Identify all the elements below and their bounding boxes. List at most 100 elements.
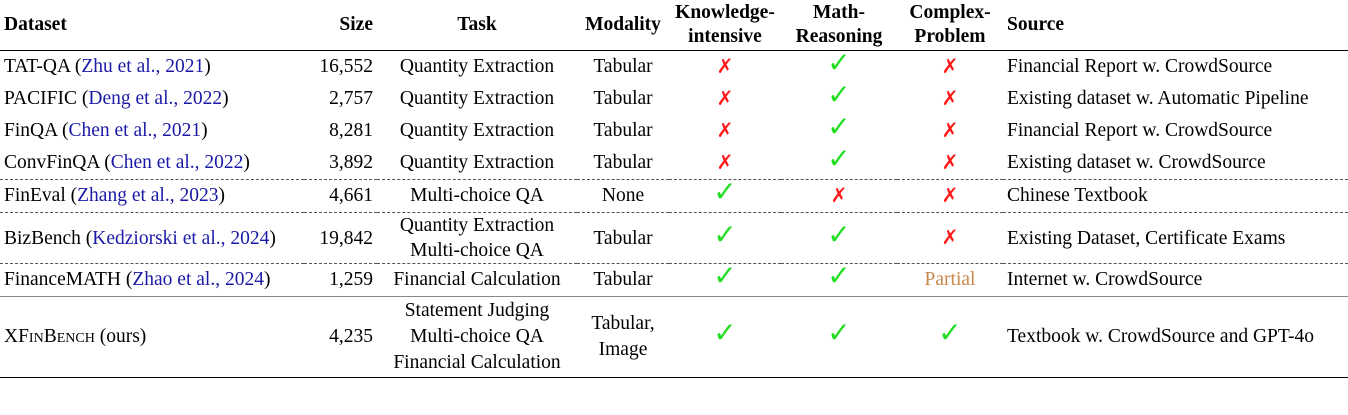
math-reasoning-cell: ✓ (781, 144, 897, 180)
source-cell: Existing dataset w. CrowdSource (1003, 147, 1348, 180)
math-reasoning-cell: ✗ (781, 179, 897, 213)
dataset-name: XFinBench (4, 326, 95, 347)
math-reasoning-cell: ✓ (781, 261, 897, 297)
table-row: ConvFinQA (Chen et al., 2022) 3,892 Quanti… (0, 144, 1348, 180)
source-value: Internet w. CrowdSource (1007, 269, 1203, 290)
dataset-cell: BizBench (Kedziorski et al., 2024) (0, 212, 304, 264)
check-mark-icon: ✓ (827, 112, 851, 143)
size-cell: 1,259 (304, 263, 377, 297)
cross-mark-icon: ✗ (716, 55, 734, 78)
complex-problem-cell: Partial (897, 263, 1003, 297)
source-cell: Internet w. CrowdSource (1003, 263, 1348, 297)
header-math-line2: Reasoning (795, 26, 883, 47)
size-value: 2,757 (329, 88, 373, 109)
task-line: Quantity Extraction (399, 56, 555, 77)
cross-mark-icon: ✗ (941, 55, 959, 78)
citation-link: Deng et al., 2022 (88, 88, 223, 109)
complex-problem-cell: ✗ (897, 83, 1003, 115)
modality-line: Tabular (593, 227, 653, 249)
source-cell: Existing Dataset, Certificate Exams (1003, 212, 1348, 264)
check-mark-icon: ✓ (827, 80, 851, 111)
dataset-name: FinQA (4, 120, 58, 141)
complex-problem-cell: ✗ (897, 212, 1003, 264)
complex-problem-cell: ✗ (897, 51, 1003, 84)
task-line: Financial Calculation (393, 352, 561, 373)
size-cell: 16,552 (304, 51, 377, 84)
dataset-name: ConvFinQA (4, 152, 100, 173)
source-cell: Chinese Textbook (1003, 179, 1348, 213)
dataset-cell: FinQA (Chen et al., 2021) (4, 120, 208, 141)
task-line: Multi-choice QA (410, 326, 544, 347)
citation-link: Zhu et al., 2021 (81, 56, 205, 77)
size-cell: 3,892 (304, 147, 377, 180)
knowledge-intensive-cell: ✓ (669, 263, 781, 297)
task-cell: Multi-choice QA (377, 179, 577, 213)
knowledge-intensive-cell: ✗ (669, 115, 781, 147)
citation-link: Kedziorski et al., 2024 (92, 227, 270, 249)
task-cell: Quantity Extraction (377, 51, 577, 84)
cross-mark-icon: ✗ (716, 151, 734, 174)
table-row: TAT-QA (Zhu et al., 2021) 16,552 Quantity … (0, 48, 1348, 84)
size-value: 16,552 (319, 56, 373, 77)
knowledge-intensive-cell: ✗ (669, 147, 781, 180)
check-mark-icon: ✓ (713, 177, 737, 208)
task-line: Quantity Extraction (399, 120, 555, 141)
dataset-name: FinanceMATH (4, 269, 121, 290)
modality-cell: Tabular, Image (577, 296, 669, 378)
modality-line: Image (598, 339, 648, 360)
dataset-name: BizBench (4, 227, 81, 249)
modality-line: Tabular (593, 120, 653, 141)
dataset-name: PACIFIC (4, 88, 77, 109)
table-row: FinQA (Chen et al., 2021) 8,281 Quantity E… (0, 112, 1348, 147)
cross-mark-icon: ✗ (941, 184, 959, 207)
math-reasoning-cell: ✓ (781, 212, 897, 264)
comparison-table: Dataset Size Task Modality Knowledge- in… (0, 0, 1348, 378)
header-complex-line2: Problem (914, 26, 986, 47)
dataset-cell: ConvFinQA (Chen et al., 2022) (4, 152, 250, 173)
size-value: 4,661 (329, 185, 373, 206)
check-mark-icon: ✓ (827, 261, 851, 292)
math-reasoning-cell: ✓ (781, 112, 897, 147)
citation-link: Zhang et al., 2023 (77, 185, 219, 206)
modality-cell: Tabular (577, 147, 669, 180)
size-cell: 2,757 (304, 83, 377, 115)
task-cell: Quantity Extraction (377, 115, 577, 147)
dataset-cell: FinanceMATH (Zhao et al., 2024) (0, 263, 304, 297)
cross-mark-icon: ✗ (716, 119, 734, 142)
knowledge-intensive-cell: ✗ (669, 83, 781, 115)
knowledge-intensive-cell: ✓ (669, 296, 781, 378)
header-knowledge-line1: Knowledge- (675, 2, 775, 23)
size-value: 3,892 (329, 152, 373, 173)
modality-cell: Tabular (577, 83, 669, 115)
source-value: Financial Report w. CrowdSource (1007, 56, 1273, 77)
partial-label: Partial (924, 269, 976, 290)
dataset-name: FinEval (4, 185, 66, 206)
size-value: 19,842 (319, 227, 373, 249)
modality-cell: Tabular (577, 115, 669, 147)
check-mark-icon: ✓ (827, 144, 851, 175)
size-cell: 4,661 (304, 179, 377, 213)
modality-line: Tabular (593, 269, 653, 290)
task-line: Quantity Extraction (399, 152, 555, 173)
modality-line: Tabular (593, 152, 653, 173)
math-reasoning-cell: ✓ (781, 48, 897, 84)
cross-mark-icon: ✗ (941, 151, 959, 174)
header-size: Size (339, 14, 373, 35)
size-cell: 8,281 (304, 115, 377, 147)
modality-line: Tabular, (591, 313, 655, 334)
source-value: Existing dataset w. CrowdSource (1007, 152, 1266, 173)
header-knowledge-line2: intensive (688, 26, 762, 47)
check-mark-icon: ✓ (713, 318, 737, 349)
size-value: 8,281 (329, 120, 373, 141)
header-knowledge-intensive: Knowledge- intensive (669, 0, 781, 51)
size-value: 1,259 (329, 269, 373, 290)
dataset-cell: TAT-QA (Zhu et al., 2021) (4, 56, 211, 77)
math-reasoning-cell: ✓ (781, 296, 897, 378)
header-row: Dataset Size Task Modality Knowledge- in… (0, 0, 1348, 51)
source-value: Chinese Textbook (1007, 185, 1148, 206)
math-reasoning-cell: ✓ (781, 80, 897, 115)
check-mark-icon: ✓ (827, 48, 851, 79)
task-line: Financial Calculation (393, 269, 561, 290)
cross-mark-icon: ✗ (941, 226, 959, 249)
